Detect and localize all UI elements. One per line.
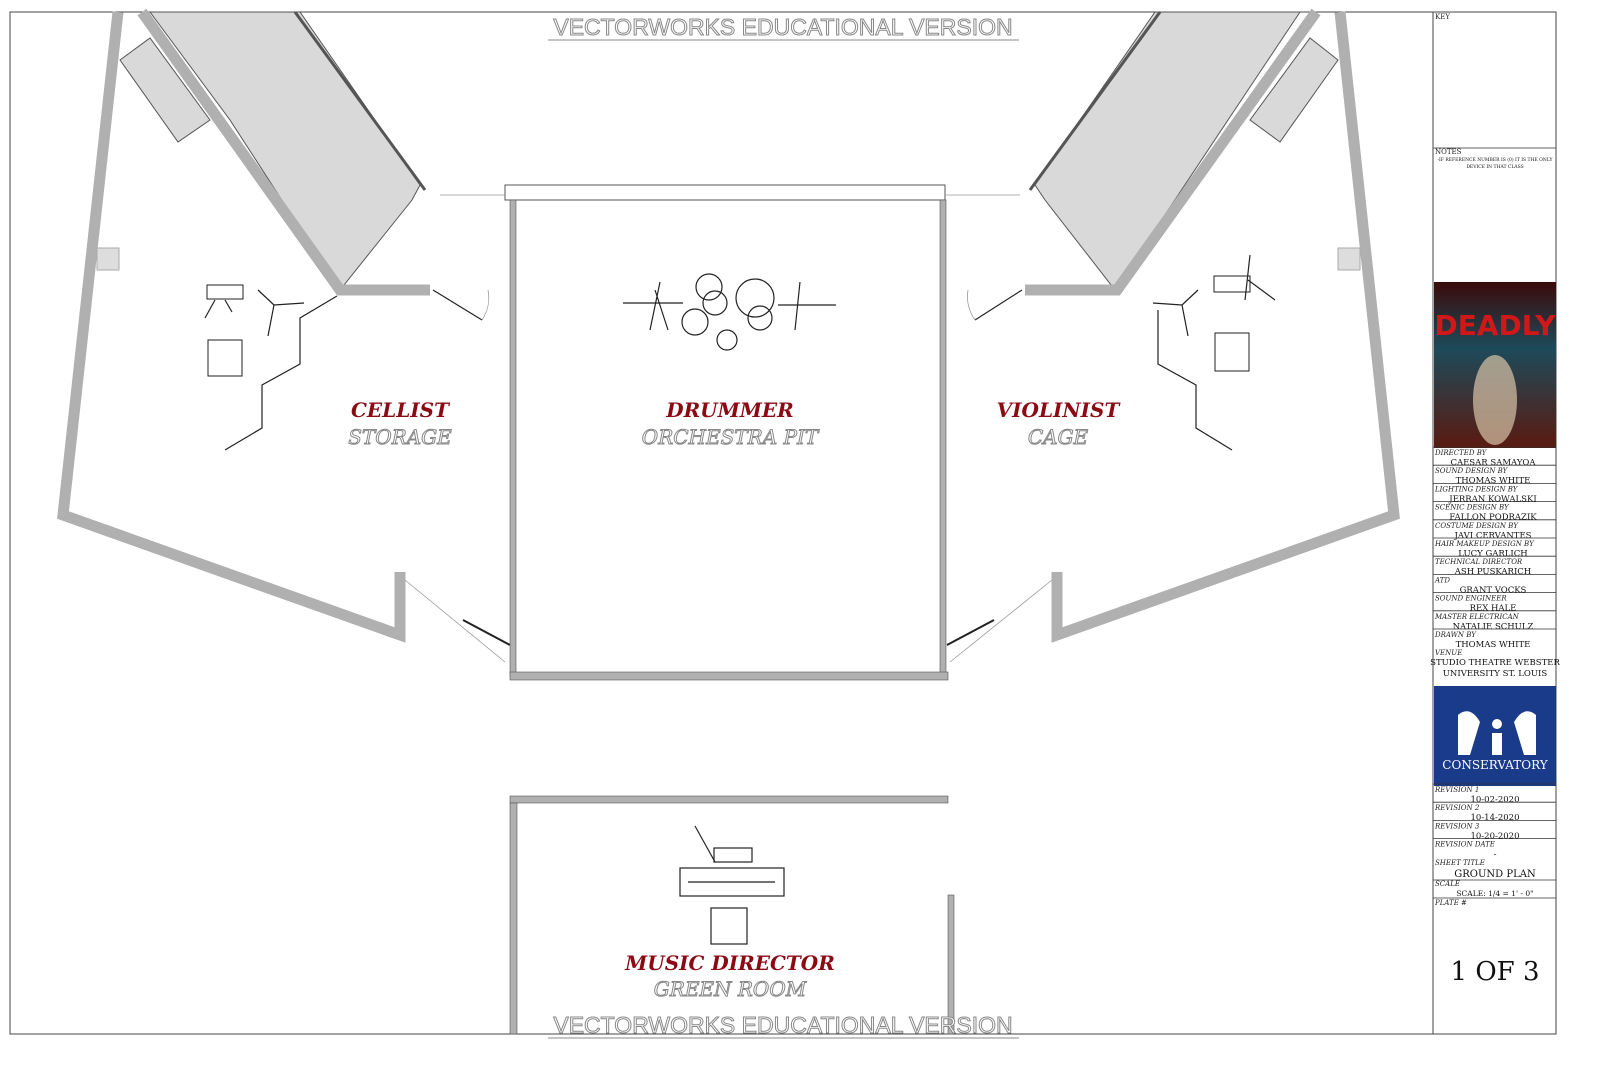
credit-label: DIRECTED BY <box>1434 449 1488 457</box>
credit-value: JAVI CERVANTES <box>1454 531 1532 541</box>
logo-text: CONSERVATORY <box>1442 758 1548 772</box>
revision-label: REVISION DATE <box>1434 841 1495 849</box>
sheet-title-label: SHEET TITLE <box>1435 859 1485 867</box>
credit-value: JERRAN KOWALSKI <box>1448 494 1536 504</box>
title-block: KEY NOTES -IF REFERENCE NUMBER IS (0) IT… <box>1430 12 1560 1034</box>
room-label: ORCHESTRA PIT <box>642 425 820 449</box>
credit-value: GRANT VOCKS <box>1460 585 1527 595</box>
credit-value: CAESAR SAMAYOA <box>1450 458 1536 468</box>
scale-label: SCALE <box>1435 880 1460 888</box>
orchestra-pit-room <box>440 184 1020 681</box>
conservatory-logo: CONSERVATORY <box>1434 686 1556 786</box>
venue-line: UNIVERSITY ST. LOUIS <box>1443 669 1548 679</box>
credit-label: MASTER ELECTRICAN <box>1434 613 1520 621</box>
watermark-top: VECTORWORKS EDUCATIONAL VERSION <box>553 14 1012 40</box>
notes-line: DEVICE IN THAT CLASS <box>1466 164 1523 170</box>
credit-value: FALLON PODRAZIK <box>1449 513 1537 523</box>
revision-value: 10-02-2020 <box>1470 795 1519 805</box>
notes-label: NOTES <box>1435 148 1462 156</box>
credit-label: SOUND ENGINEER <box>1435 595 1507 603</box>
room-label: GREEN ROOM <box>654 977 807 1001</box>
plate-label: PLATE # <box>1434 899 1467 907</box>
revision-value: - <box>1494 850 1497 860</box>
sheet-border <box>9 11 1557 1035</box>
role-label: DRUMMER <box>665 398 794 422</box>
role-label: CELLIST <box>351 398 451 422</box>
credit-value: ASH PUSKARICH <box>1454 567 1531 577</box>
sheet-title: GROUND PLAN <box>1454 869 1536 880</box>
role-label: VIOLINIST <box>997 398 1122 422</box>
credit-value: THOMAS WHITE <box>1456 476 1531 486</box>
role-label: MUSIC DIRECTOR <box>624 951 835 975</box>
drum-kit <box>623 273 836 351</box>
keyboard <box>679 825 785 945</box>
credit-label: SOUND DESIGN BY <box>1435 467 1509 475</box>
room-label: STORAGE <box>348 425 452 449</box>
credit-label: SCENIC DESIGN BY <box>1435 504 1510 512</box>
green-room <box>509 795 955 1035</box>
credit-value: REX HALE <box>1470 604 1517 614</box>
revision-value: 10-14-2020 <box>1470 813 1519 823</box>
poster-title: DEADLY <box>1434 309 1556 342</box>
credit-label: COSTUME DESIGN BY <box>1435 522 1519 530</box>
plate-number: 1 OF 3 <box>1451 957 1540 987</box>
room-label: CAGE <box>1028 425 1089 449</box>
revision-value: 10-20-2020 <box>1470 831 1519 841</box>
scale-value: SCALE: 1/4 = 1' - 0" <box>1456 889 1533 898</box>
key-label: KEY <box>1435 13 1450 21</box>
watermark-bottom: VECTORWORKS EDUCATIONAL VERSION <box>553 1012 1012 1038</box>
credit-label: DRAWN BY <box>1434 631 1477 639</box>
credit-label: LIGHTING DESIGN BY <box>1434 485 1519 493</box>
venue-label: VENUE <box>1435 649 1462 657</box>
revision-label: REVISION 3 <box>1434 822 1480 830</box>
cellist-storage-room <box>57 8 511 663</box>
notes-line: -IF REFERENCE NUMBER IS (0) IT IS THE ON… <box>1438 156 1554 163</box>
violinist-cage-room <box>946 8 1400 663</box>
revision-label: REVISION 1 <box>1434 786 1479 794</box>
show-poster: DEADLY <box>1434 282 1556 448</box>
revision-label: REVISION 2 <box>1434 804 1480 812</box>
room-labels: CELLIST STORAGE DRUMMER ORCHESTRA PIT VI… <box>348 398 1122 1002</box>
venue-line: STUDIO THEATRE WEBSTER <box>1430 658 1560 668</box>
credit-label: ATD <box>1434 576 1450 584</box>
credit-label: TECHNICAL DIRECTOR <box>1435 558 1523 566</box>
credit-value: THOMAS WHITE <box>1456 640 1531 650</box>
credit-value: LUCY GARLICH <box>1458 549 1527 559</box>
credit-value: NATALIE SCHULZ <box>1453 622 1534 632</box>
credit-label: HAIR MAKEUP DESIGN BY <box>1434 540 1535 548</box>
